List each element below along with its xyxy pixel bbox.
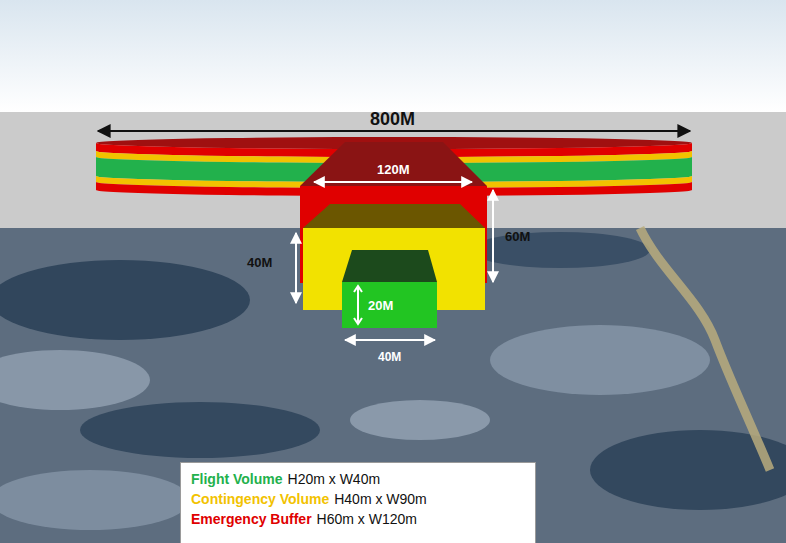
legend-row: Flight Volume H20m x W40m <box>191 469 525 489</box>
dimension-label: 120M <box>377 163 410 176</box>
dimension-label: 60M <box>505 230 530 243</box>
legend-dimensions: H60m x W120m <box>317 511 417 527</box>
legend-name: Emergency Buffer <box>191 511 312 527</box>
dimension-arrow <box>295 233 297 303</box>
legend-row: Emergency Buffer H60m x W120m <box>191 509 525 529</box>
legend-dimensions: H20m x W40m <box>288 471 381 487</box>
legend-name: Flight Volume <box>191 471 283 487</box>
legend-row: Contingency Volume H40m x W90m <box>191 489 525 509</box>
height-arrow <box>352 282 364 328</box>
dimension-label: 20M <box>368 298 393 313</box>
dimension-label: 40M <box>247 256 272 269</box>
flight-volume-box: 20M <box>342 282 437 328</box>
dimension-arrow <box>98 130 690 132</box>
dimension-arrow <box>492 190 494 282</box>
legend-dimensions: H40m x W90m <box>334 491 427 507</box>
legend-box: Flight Volume H20m x W40mContingency Volu… <box>180 462 536 543</box>
horizon-band <box>0 112 786 230</box>
dimension-label: 40M <box>378 351 401 363</box>
legend-name: Contingency Volume <box>191 491 329 507</box>
dimension-arrow <box>314 181 472 183</box>
dimension-arrow <box>345 339 435 341</box>
flight-volume-top <box>342 250 437 282</box>
sky <box>0 0 786 112</box>
dimension-label: 800M <box>370 110 415 128</box>
